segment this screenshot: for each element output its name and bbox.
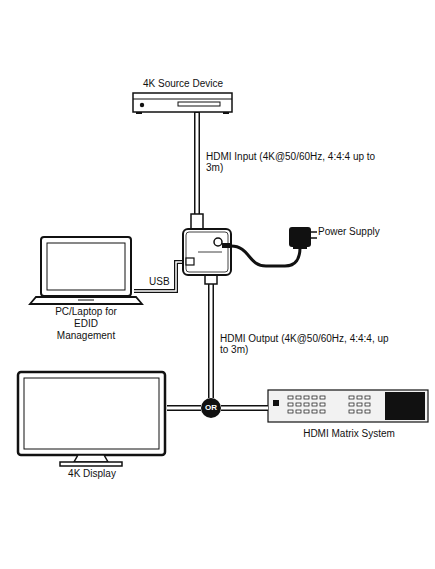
matrix-button: [320, 396, 325, 399]
disc-slot: [178, 102, 220, 106]
cable-label: HDMI Output (4K@50/60Hz, 4:4:4, up to 3m…: [219, 333, 391, 355]
device-label: Power Supply: [318, 226, 380, 238]
matrix-chassis: [268, 390, 428, 422]
matrix-button: [296, 403, 301, 406]
matrix-button: [288, 410, 293, 413]
matrix-button: [365, 396, 370, 399]
device-trim: [133, 99, 232, 100]
laptop-display: [47, 243, 125, 290]
matrix-button: [312, 396, 317, 399]
matrix-system: HDMI Matrix System: [268, 388, 430, 442]
or-junction: OR: [201, 398, 221, 418]
matrix-button: [349, 410, 354, 413]
connector-core: [221, 407, 268, 410]
matrix-button: [320, 410, 325, 413]
matrix-button: [357, 396, 362, 399]
matrix-button: [349, 403, 354, 406]
display-base: [60, 462, 122, 466]
usb-port: [186, 258, 194, 265]
matrix-button: [357, 410, 362, 413]
matrix-led: [273, 400, 279, 406]
source-device: [133, 93, 232, 112]
hdmi-connector: [221, 405, 268, 411]
touchpad: [78, 300, 94, 301]
usb-cable: [134, 262, 186, 291]
matrix-button: [312, 403, 317, 406]
hdmi-plug: [191, 214, 203, 230]
matrix-button: [288, 396, 293, 399]
matrix-button: [349, 396, 354, 399]
plug-prong: [311, 231, 317, 233]
device-label: PC/Laptop for EDID Management: [46, 306, 126, 342]
device-trim: [198, 252, 222, 253]
edid-device: [183, 229, 231, 275]
matrix-button: [288, 403, 293, 406]
source-device: 4K Source Device: [133, 78, 233, 114]
hdmi-cable: [194, 112, 200, 218]
power-supply: Power Supply: [286, 222, 386, 248]
usb-cable: [134, 262, 186, 291]
display: 4K Display: [17, 370, 167, 482]
matrix-button: [296, 396, 301, 399]
matrix-button: [304, 403, 309, 406]
device-foot: [136, 112, 142, 114]
display-stand: [74, 455, 108, 462]
device-label: HDMI Matrix System: [303, 428, 395, 440]
laptop-screen: [41, 237, 131, 296]
matrix-button: [365, 403, 370, 406]
junction-label: OR: [205, 403, 217, 413]
device-label: 4K Display: [68, 468, 116, 480]
laptop-base: [30, 297, 142, 304]
hdmi-connector: [167, 405, 201, 411]
matrix-button: [365, 410, 370, 413]
cable-label: HDMI Input (4K@50/60Hz, 4:4:4 up to 3m): [205, 151, 377, 173]
laptop: PC/Laptop for EDID Management: [28, 235, 144, 331]
hdmi-cable: [210, 277, 213, 398]
power-adapter: [293, 244, 307, 249]
matrix-button: [357, 403, 362, 406]
display-frame: [18, 372, 165, 455]
matrix-button: [304, 410, 309, 413]
power-plug: [222, 243, 232, 248]
power-cable: [231, 246, 300, 266]
device-face: [186, 232, 228, 272]
power-jack: [214, 238, 222, 246]
connector-core: [167, 407, 201, 410]
device-label: 4K Source Device: [143, 78, 223, 90]
matrix-panel: [385, 392, 425, 420]
hdmi-cable: [196, 113, 199, 217]
matrix-button: [296, 410, 301, 413]
matrix-button: [304, 396, 309, 399]
plug-prong: [311, 237, 317, 239]
matrix-button: [312, 410, 317, 413]
matrix-buttons: [273, 396, 370, 413]
device-foot: [223, 112, 229, 114]
matrix-button: [320, 403, 325, 406]
power-button: [140, 103, 144, 107]
cable-label: USB: [148, 276, 171, 287]
display-screen: [24, 378, 159, 449]
hdmi-cable: [208, 276, 214, 398]
